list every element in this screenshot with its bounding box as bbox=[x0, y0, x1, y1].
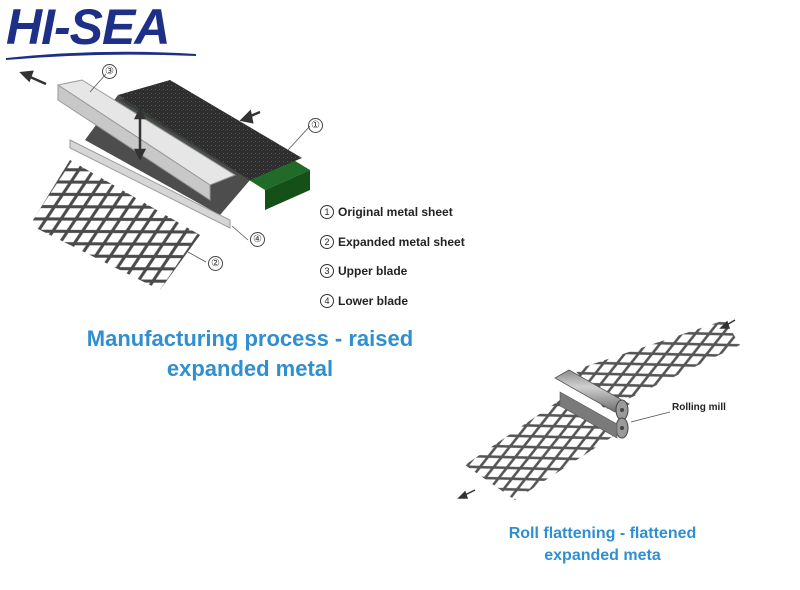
callout-expanded-sheet: ② bbox=[208, 256, 223, 271]
raised-process-caption: Manufacturing process - raised expanded … bbox=[86, 326, 414, 381]
logo-swoosh-icon bbox=[6, 51, 196, 60]
logo-text: HI-SEA bbox=[6, 0, 170, 55]
expanded-mesh bbox=[30, 160, 200, 290]
legend-label: Lower blade bbox=[338, 293, 409, 308]
callout-upper-blade: ③ bbox=[102, 64, 117, 79]
raised-expansion-diagram bbox=[19, 70, 311, 290]
legend-number: 1 bbox=[320, 205, 334, 219]
callout-original-sheet: ① bbox=[308, 118, 323, 133]
legend-item: 2 Expanded metal sheet bbox=[320, 232, 465, 262]
flow-arrows bbox=[457, 319, 736, 499]
direction-arrows bbox=[19, 70, 261, 161]
legend-label: Expanded metal sheet bbox=[338, 234, 465, 249]
legend-number: 2 bbox=[320, 234, 334, 249]
hi-sea-logo: HI-SEA bbox=[6, 0, 196, 60]
roll-flattening-diagram bbox=[457, 319, 740, 500]
rolling-mill bbox=[554, 369, 630, 439]
rolling-mill-label: Rolling mill bbox=[672, 402, 726, 413]
flattened-mesh bbox=[465, 320, 740, 500]
diagram-legend: 1 Original metal sheet 2 Expanded metal sh… bbox=[320, 202, 465, 320]
legend-number: 3 bbox=[320, 264, 334, 278]
callout-leaders bbox=[89, 73, 311, 263]
lower-blade bbox=[69, 139, 231, 229]
roll-flattening-caption: Roll flattening - flattened expanded met… bbox=[508, 525, 697, 564]
legend-item: 3 Upper blade bbox=[320, 261, 465, 291]
legend-label: Original metal sheet bbox=[338, 205, 453, 219]
upper-blade bbox=[56, 79, 237, 201]
legend-number: 4 bbox=[320, 293, 334, 308]
legend-item: 1 Original metal sheet bbox=[320, 202, 465, 232]
legend-item: 4 Lower blade bbox=[320, 291, 465, 321]
callout-lower-blade: ④ bbox=[250, 232, 265, 247]
legend-label: Upper blade bbox=[338, 264, 408, 278]
mill-leader bbox=[630, 411, 671, 423]
